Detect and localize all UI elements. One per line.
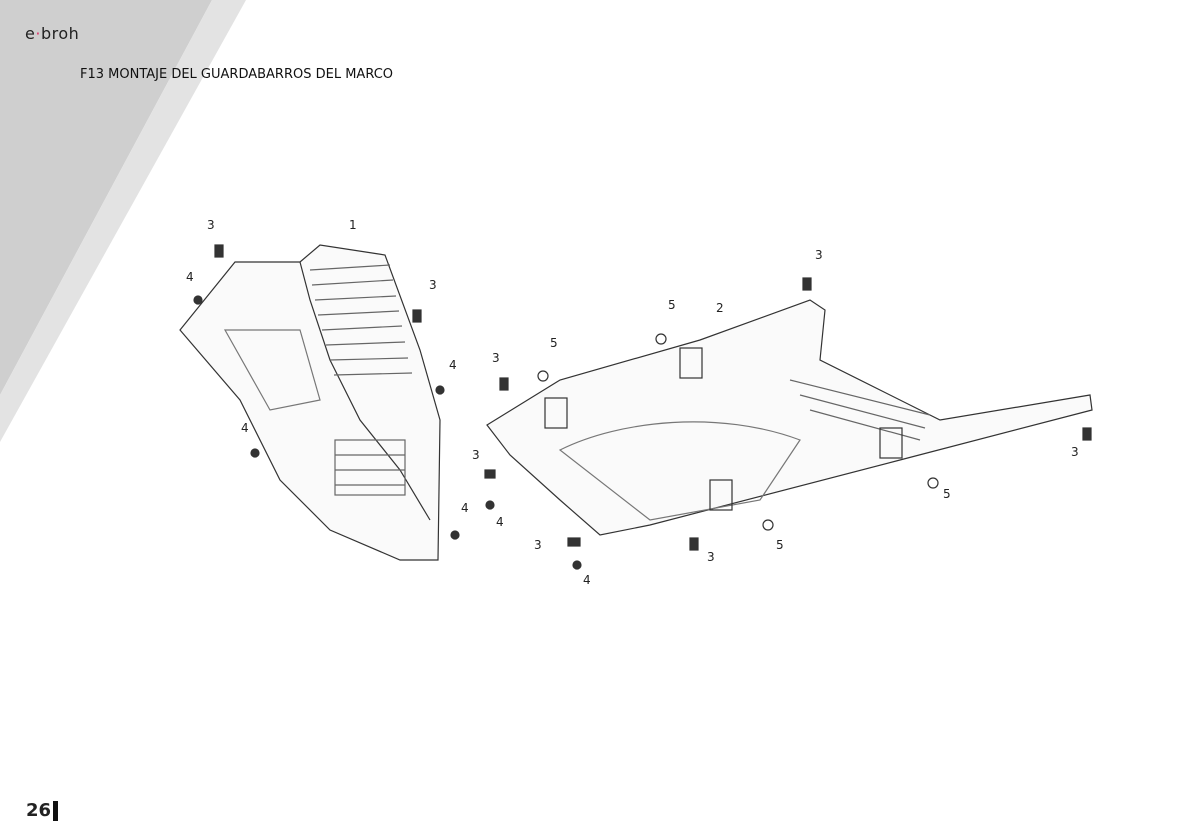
callout: 3 [534, 538, 542, 552]
callout: 3 [429, 278, 437, 292]
callout: 2 [716, 301, 724, 315]
callout: 3 [1071, 445, 1079, 459]
callout: 3 [472, 448, 480, 462]
callout: 4 [583, 573, 591, 587]
fasteners [193, 244, 1092, 570]
callout: 5 [550, 336, 558, 350]
callout: 3 [492, 351, 500, 365]
page-title: F13 MONTAJE DEL GUARDABARROS DEL MARCO [80, 67, 394, 82]
part-floor-panel [486, 299, 1093, 536]
callout-labels: 3 1 4 3 4 3 5 5 2 3 4 3 4 4 3 4 3 5 5 3 [186, 218, 1079, 587]
callout: 1 [349, 218, 357, 232]
callout: 4 [186, 270, 194, 284]
callout: 3 [207, 218, 215, 232]
callout: 4 [461, 501, 469, 515]
brand-logo: e·broh [25, 24, 80, 43]
callout: 3 [815, 248, 823, 262]
callout: 5 [943, 487, 951, 501]
callout: 5 [776, 538, 784, 552]
callout: 5 [668, 298, 676, 312]
page-number: 26 [26, 800, 59, 821]
callout: 3 [707, 550, 715, 564]
part-front-shield [179, 244, 441, 561]
callout: 4 [496, 515, 504, 529]
callout: 4 [241, 421, 249, 435]
callout: 4 [449, 358, 457, 372]
